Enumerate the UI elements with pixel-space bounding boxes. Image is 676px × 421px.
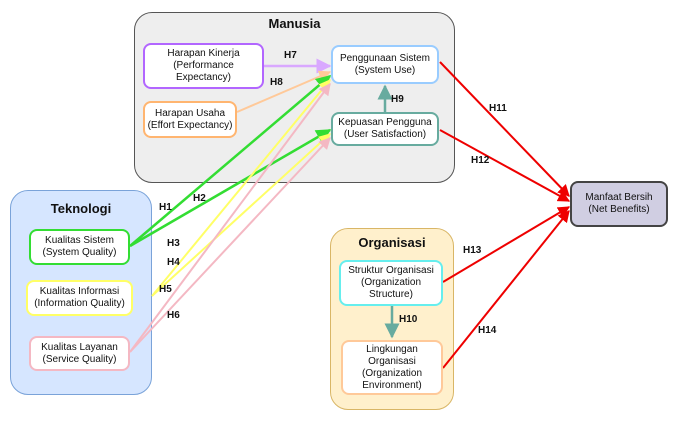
node-lingkungan-organisasi: Lingkungan Organisasi (Organization Envi… [341, 340, 443, 395]
label-h11: H11 [489, 103, 507, 114]
node-manfaat-bersih: Manfaat Bersih (Net Benefits) [570, 181, 668, 227]
node-kualitas-informasi: Kualitas Informasi (Information Quality) [26, 280, 133, 316]
manusia-group-title: Manusia [268, 16, 321, 31]
label-h14: H14 [478, 325, 497, 336]
node-kualitas-sistem: Kualitas Sistem (System Quality) [29, 229, 130, 265]
node-harapan-usaha: Harapan Usaha (Effort Expectancy) [143, 101, 237, 138]
node-harapan-kinerja: Harapan Kinerja (Performance Expectancy) [143, 43, 264, 89]
manusia-group: Manusia [134, 12, 455, 183]
edge-h2 [129, 128, 332, 248]
label-h12: H12 [471, 155, 490, 166]
teknologi-group-title: Teknologi [50, 201, 112, 216]
label-h5: H5 [159, 284, 172, 295]
label-h13: H13 [463, 245, 482, 256]
edge-h4 [151, 133, 331, 297]
label-h2: H2 [193, 193, 206, 204]
node-kepuasan-pengguna: Kepuasan Pengguna (User Satisfaction) [331, 112, 439, 146]
edge-h5 [129, 83, 331, 353]
label-h3: H3 [167, 238, 180, 249]
edge-h3 [151, 79, 331, 297]
edge-h14 [442, 210, 570, 369]
label-h4: H4 [167, 257, 180, 268]
node-struktur-organisasi: Struktur Organisasi (Organization Struct… [339, 260, 443, 306]
label-h9: H9 [391, 94, 404, 105]
label-h7: H7 [284, 50, 297, 61]
edge-h13 [442, 206, 571, 283]
edge-h1 [129, 75, 332, 247]
edge-h11 [439, 61, 570, 197]
label-h6: H6 [167, 310, 180, 321]
label-h10: H10 [399, 314, 418, 325]
label-h8: H8 [270, 77, 283, 88]
organisasi-group-title: Organisasi [358, 235, 426, 250]
label-h1: H1 [159, 202, 172, 213]
edge-h12 [439, 129, 571, 202]
node-penggunaan-sistem: Penggunaan Sistem (System Use) [331, 45, 439, 84]
edge-h8 [236, 70, 332, 113]
node-kualitas-layanan: Kualitas Layanan (Service Quality) [29, 336, 130, 371]
edge-h6 [129, 137, 331, 353]
